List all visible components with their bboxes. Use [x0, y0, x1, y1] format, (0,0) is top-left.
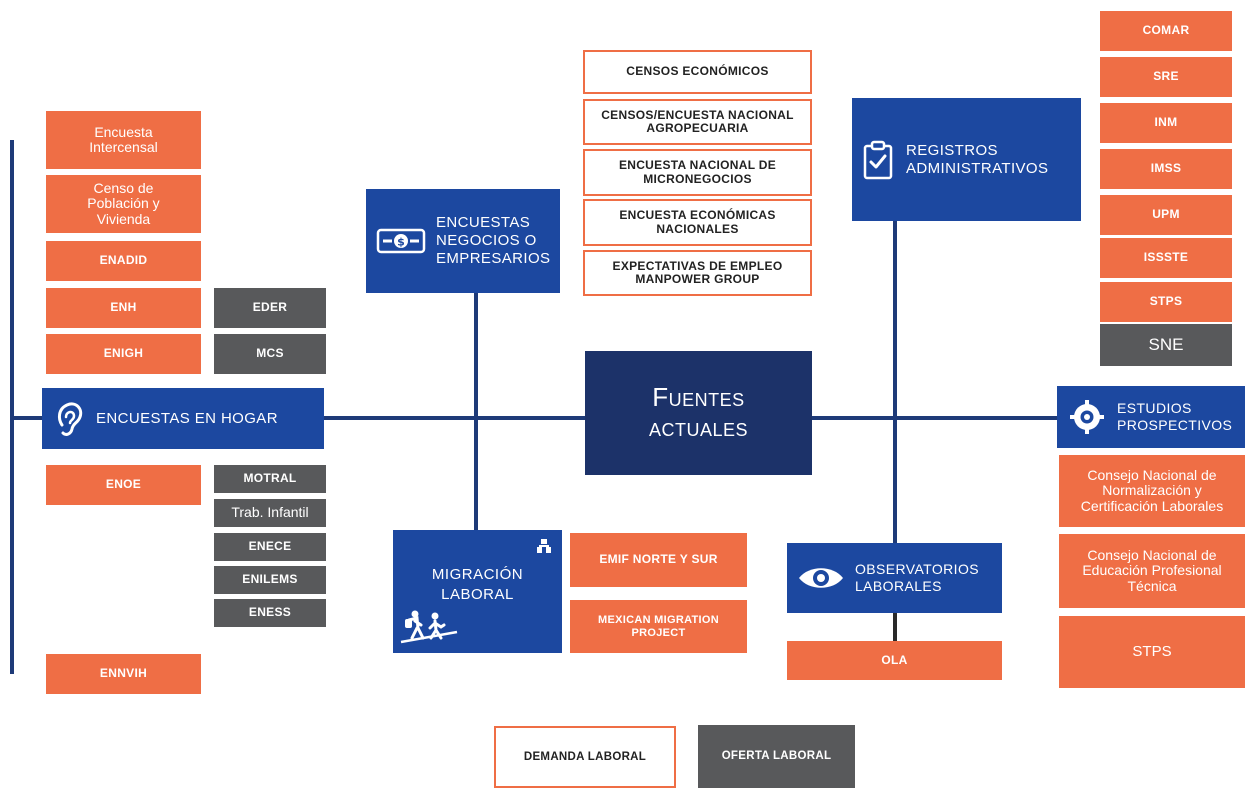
- eye-icon: [797, 563, 845, 593]
- manpower-item: EXPECTATIVAS DE EMPLEO MANPOWER GROUP: [583, 250, 812, 296]
- registros-category-box: REGISTROS ADMINISTRATIVOS: [852, 98, 1081, 221]
- ear-icon: [52, 399, 86, 439]
- mcs-item: MCS: [214, 334, 326, 374]
- intercensal-item: Encuesta Intercensal: [46, 111, 201, 169]
- estudios-category-box: ESTUDIOS PROSPECTIVOS: [1057, 386, 1245, 448]
- observatorios-category-box: OBSERVATORIOS LABORALES: [787, 543, 1002, 613]
- migracion-title: MIGRACIÓN LABORAL: [431, 566, 524, 603]
- enoe-item: ENOE: [46, 465, 201, 505]
- mexican-migration-item: MEXICAN MIGRATION PROJECT: [570, 600, 747, 653]
- center-title-line2: actuales: [648, 412, 749, 442]
- ola-connector: [893, 612, 897, 642]
- negocios-connector: [474, 292, 478, 532]
- hogar-title: ENCUESTAS EN HOGAR: [96, 409, 278, 427]
- migracion-category-box: MIGRACIÓN LABORAL: [393, 530, 562, 653]
- stps-registros-item: STPS: [1100, 282, 1232, 322]
- eder-item: EDER: [214, 288, 326, 328]
- legend-oferta: OFERTA LABORAL: [698, 725, 855, 788]
- registros-connector: [893, 220, 897, 544]
- estudios-title: ESTUDIOS PROSPECTIVOS: [1117, 400, 1233, 433]
- enece-item: ENECE: [214, 533, 326, 561]
- enilems-item: ENILEMS: [214, 566, 326, 594]
- legend-demanda: DEMANDA LABORAL: [494, 726, 676, 788]
- upm-item: UPM: [1100, 195, 1232, 235]
- trab-infantil-item: Trab. Infantil: [214, 499, 326, 527]
- eness-item: ENESS: [214, 599, 326, 627]
- enigh-item: ENIGH: [46, 334, 201, 374]
- hikers-icon: [399, 608, 459, 649]
- censo-poblacion-item: Censo de Población y Vivienda: [46, 175, 201, 233]
- center-title-line1: Fuentes: [652, 382, 745, 413]
- svg-text:$: $: [397, 236, 405, 249]
- clipboard-check-icon: [862, 140, 894, 180]
- network-icon: [536, 538, 552, 559]
- inm-item: INM: [1100, 103, 1232, 143]
- negocios-title: ENCUESTAS NEGOCIOS O EMPRESARIOS: [436, 214, 551, 267]
- ennvih-item: ENNVIH: [46, 654, 201, 694]
- comar-item: COMAR: [1100, 11, 1232, 51]
- crosshair-target-icon: [1069, 399, 1105, 435]
- left-spine-line: [10, 140, 14, 674]
- stps-estudios-item: STPS: [1059, 616, 1245, 688]
- money-bill-icon: $: [376, 226, 426, 256]
- hogar-category-box: ENCUESTAS EN HOGAR: [42, 388, 324, 449]
- ola-item: OLA: [787, 641, 1002, 680]
- registros-title: REGISTROS ADMINISTRATIVOS: [906, 141, 1049, 177]
- enh-item: ENH: [46, 288, 201, 328]
- censos-agropecuaria-item: CENSOS/ENCUESTA NACIONAL AGROPECUARIA: [583, 99, 812, 145]
- sre-item: SRE: [1100, 57, 1232, 97]
- micronegocios-item: ENCUESTA NACIONAL DE MICRONEGOCIOS: [583, 149, 812, 196]
- conocer-item: Consejo Nacional de Normalización y Cert…: [1059, 455, 1245, 527]
- negocios-category-box: $ ENCUESTAS NEGOCIOS O EMPRESARIOS: [366, 189, 560, 293]
- motral-item: MOTRAL: [214, 465, 326, 493]
- main-horizontal-line: [10, 416, 1060, 420]
- center-title-box: Fuentes actuales: [585, 351, 812, 475]
- emif-item: EMIF NORTE Y SUR: [570, 533, 747, 587]
- sne-item: SNE: [1100, 324, 1232, 366]
- censos-economicos-item: CENSOS ECONÓMICOS: [583, 50, 812, 94]
- conalep-item: Consejo Nacional de Educación Profesiona…: [1059, 534, 1245, 608]
- imss-item: IMSS: [1100, 149, 1232, 189]
- enadid-item: ENADID: [46, 241, 201, 281]
- issste-item: ISSSTE: [1100, 238, 1232, 278]
- observatorios-title: OBSERVATORIOS LABORALES: [855, 561, 979, 594]
- economicas-nacionales-item: ENCUESTA ECONÓMICAS NACIONALES: [583, 199, 812, 246]
